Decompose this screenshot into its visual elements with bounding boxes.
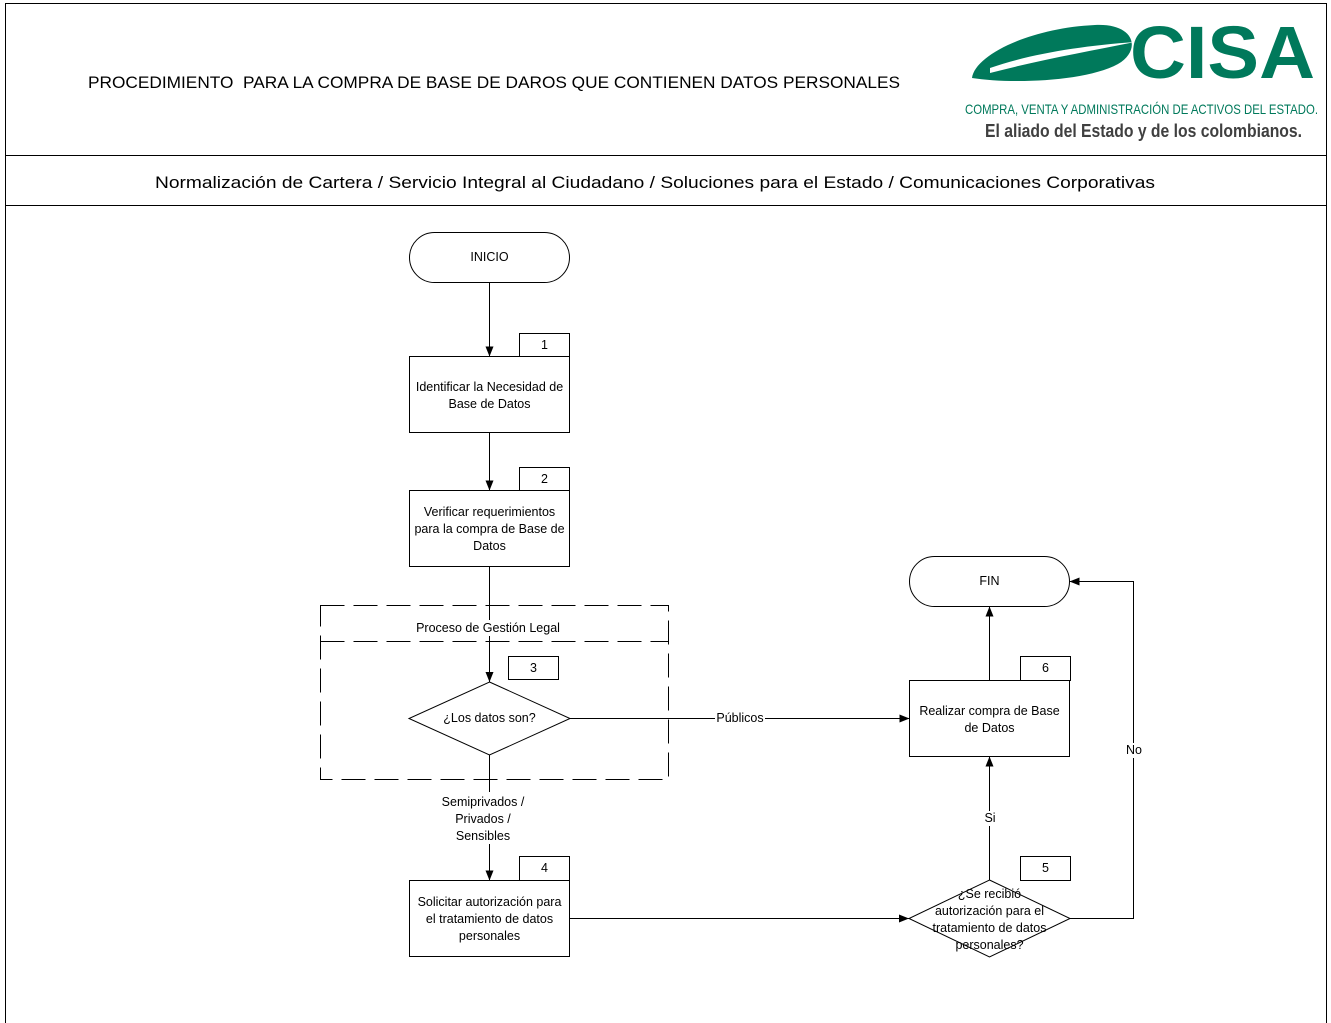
step-4-text-line: el tratamiento de datos <box>426 912 553 926</box>
step-2-text-line: Datos <box>473 539 506 553</box>
step-3: 3 ¿Los datos son? <box>407 656 572 756</box>
edge-label-no: No <box>1126 743 1142 757</box>
end-terminal-label: FIN <box>979 574 999 588</box>
legal-process-container-border <box>320 605 669 780</box>
step-6-number: 6 <box>1042 661 1049 675</box>
step-6-process-box <box>909 680 1070 757</box>
edge-label-privados-line: Semiprivados / <box>442 795 525 809</box>
container-label-background <box>414 620 562 636</box>
step-5-number: 5 <box>1042 861 1049 875</box>
step-3-decision-diamond <box>407 681 572 756</box>
step-2-number: 2 <box>541 472 548 486</box>
step-2-text-line: para la compra de Base de <box>414 522 564 536</box>
step-1-text-line: Identificar la Necesidad de <box>416 380 563 394</box>
page-title: PROCEDIMIENTO PARA LA COMPRA DE BASE DE … <box>88 73 900 92</box>
responsible-areas: Normalización de Cartera / Servicio Inte… <box>155 173 1155 192</box>
step-4-text-line: personales <box>459 929 520 943</box>
end-terminal-shape <box>909 556 1070 607</box>
step-5-text-line: tratamiento de datos <box>933 921 1047 935</box>
step-5-text-line: ¿Se recibió <box>958 887 1021 901</box>
step-4-text-line: Solicitar autorización para <box>418 895 562 909</box>
start-terminal-label: INICIO <box>470 250 508 264</box>
step-2: 2 Verificar requerimientos para la compr… <box>409 467 570 567</box>
start-terminal-shape <box>409 232 570 283</box>
edge-label-privados-line: Sensibles <box>456 829 510 843</box>
edge-labels: Públicos Semiprivados / Privados / Sensi… <box>414 620 1144 844</box>
arrow-step-5-to-end <box>1069 577 1134 919</box>
edge-label-publicos: Públicos <box>716 711 763 725</box>
step-5: 5 ¿Se recibió autorización para el trata… <box>907 856 1072 958</box>
frame-border <box>5 3 1327 1023</box>
edge-label-si: Si <box>984 811 995 825</box>
label-privados-background <box>440 792 526 844</box>
step-1: 1 Identificar la Necesidad de Base de Da… <box>409 333 570 433</box>
step-1-number: 1 <box>541 338 548 352</box>
step-1-text-line: Base de Datos <box>449 397 531 411</box>
logo-tagline: COMPRA, VENTA Y ADMINISTRACIÓN DE ACTIVO… <box>965 101 1318 117</box>
label-si-background <box>982 811 998 826</box>
legal-process-container <box>320 605 669 780</box>
step-6-text-line: Realizar compra de Base <box>919 704 1059 718</box>
label-no-background <box>1124 743 1144 758</box>
step-2-text-line: Verificar requerimientos <box>424 505 555 519</box>
label-publicos-background <box>715 711 765 726</box>
step-5-decision-diamond <box>907 879 1072 958</box>
start-terminal: INICIO <box>409 232 570 283</box>
step-3-number: 3 <box>530 661 537 675</box>
legal-process-container-label: Proceso de Gestión Legal <box>416 621 560 635</box>
step-4: 4 Solicitar autorización para el tratami… <box>409 856 570 957</box>
step-6-text-line: de Datos <box>964 721 1014 735</box>
step-4-process-box <box>409 880 570 957</box>
step-5-text-line: autorización para el <box>935 904 1044 918</box>
step-6: 6 Realizar compra de Base de Datos <box>909 656 1071 757</box>
edge-label-privados-line: Privados / <box>455 812 511 826</box>
step-5-text-line: personales? <box>955 938 1023 952</box>
end-terminal: FIN <box>909 556 1070 607</box>
step-3-number-box <box>508 656 559 680</box>
step-2-process-box <box>409 490 570 567</box>
step-3-text-line: ¿Los datos son? <box>443 711 535 725</box>
step-1-process-box <box>409 356 570 433</box>
step-4-number: 4 <box>541 861 548 875</box>
logo-wordmark: CISA <box>1130 11 1315 94</box>
step-5-number-box <box>1020 856 1071 881</box>
cisa-logo: CISA COMPRA, VENTA Y ADMINISTRACIÓN DE A… <box>965 11 1318 141</box>
logo-slogan: El aliado del Estado y de los colombiano… <box>985 121 1302 141</box>
page-frame <box>5 3 1327 1023</box>
